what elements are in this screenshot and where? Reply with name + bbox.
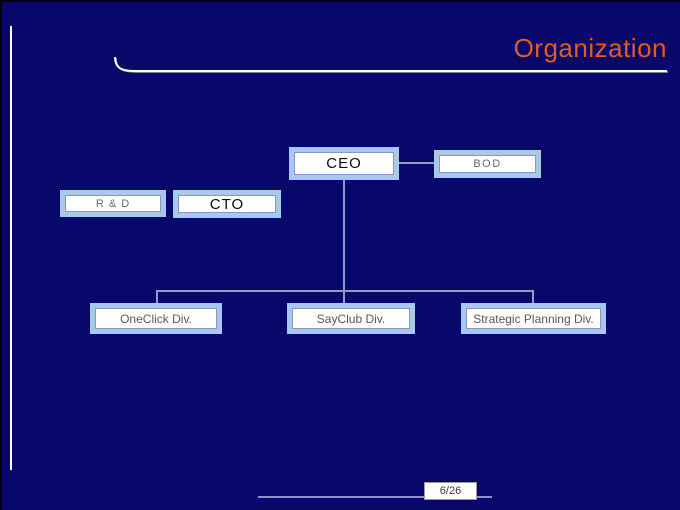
left-vertical-rule <box>10 26 12 470</box>
org-node-oneclick-div: OneClick Div. <box>90 303 222 334</box>
org-node-strategic-planning-div: Strategic Planning Div. <box>461 303 606 334</box>
title-underline-flourish <box>114 56 668 73</box>
slide-top-edge <box>0 0 680 2</box>
slide-left-edge <box>0 0 2 510</box>
footer-line <box>258 496 492 498</box>
connector-drop-sayclub <box>343 290 345 303</box>
connector-ceo-vertical <box>343 180 345 292</box>
connector-drop-oneclick <box>156 290 158 303</box>
org-node-rnd: R & D <box>60 190 166 217</box>
page-number-badge: 6/26 <box>424 482 477 500</box>
org-node-cto: CTO <box>173 190 281 218</box>
org-node-ceo: CEO <box>289 147 399 180</box>
connector-drop-strategic <box>532 290 534 303</box>
org-node-bod: BOD <box>434 150 541 178</box>
slide-title: Organization <box>513 33 667 63</box>
connector-divisions-rail <box>156 290 534 292</box>
org-node-sayclub-div: SayClub Div. <box>287 303 415 334</box>
connector-ceo-bod <box>399 162 434 164</box>
